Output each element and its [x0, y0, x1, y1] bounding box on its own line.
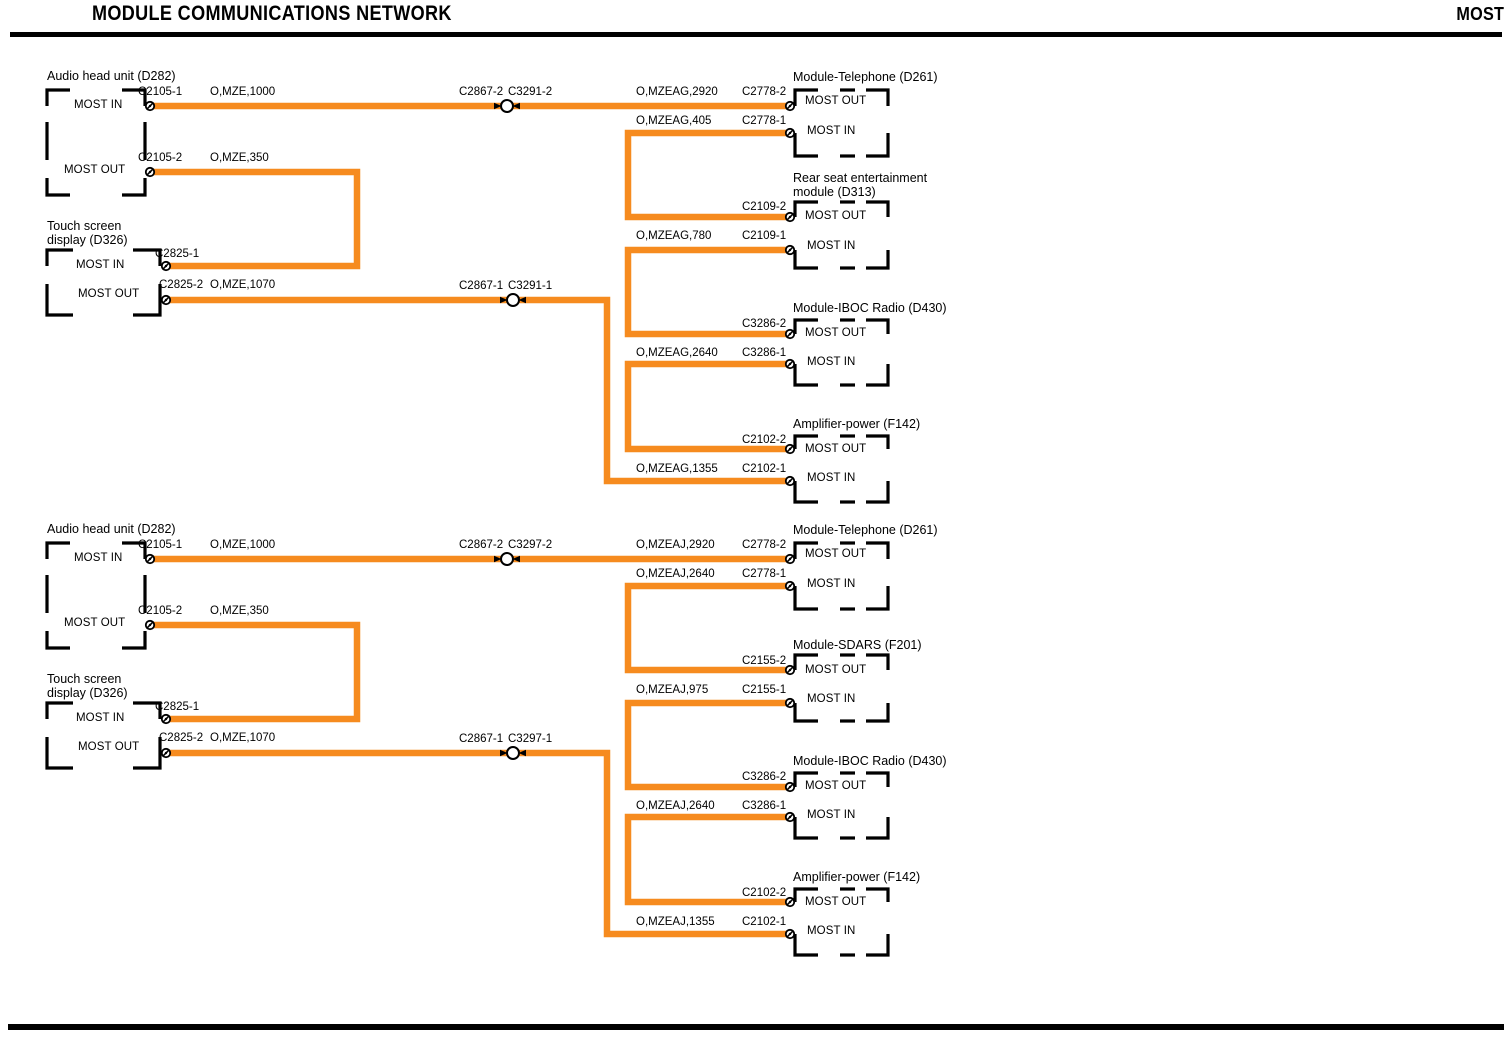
pin-label-most-out: MOST OUT: [805, 664, 867, 676]
wire-spec-bottom-1: O,MZE,1000: [210, 539, 276, 551]
pin-label-most-out: MOST OUT: [805, 95, 867, 107]
wire-spec-bottom-2: O,MZE,350: [210, 605, 269, 617]
wire-spec-top-2: O,MZE,350: [210, 152, 269, 164]
connector-id-c2825-2-top: C2825-2: [159, 279, 204, 291]
connector-id-c2825-1-bottom: C2825-1: [155, 701, 200, 713]
connector-id-c2778-2-bottom: C2778-2: [742, 539, 787, 551]
connector-id-c3286-2-top: C3286-2: [742, 318, 787, 330]
pin-label-most-in: MOST IN: [74, 99, 123, 111]
inline-connector-label-left-top-1: C2867-2: [459, 86, 504, 98]
network-bottom-module-outlines: [45, 541, 890, 957]
pin-label-most-in: MOST IN: [74, 552, 123, 564]
pin-label-most-in: MOST IN: [807, 356, 856, 368]
network-bottom-inline-connectors[interactable]: [493, 552, 527, 760]
inline-connector-label-right-top-1: C3291-2: [508, 86, 553, 98]
wire-spec-bottom-3: O,MZE,1070: [210, 732, 276, 744]
connector-id-c3286-1-bottom: C3286-1: [742, 800, 787, 812]
inline-connector-label-right-bottom-1: C3297-2: [508, 539, 553, 551]
pin-label-most-in: MOST IN: [807, 125, 856, 137]
module-title-amplifier-power-top: Amplifier-power (F142): [793, 417, 921, 431]
connector-id-c2102-1-top: C2102-1: [742, 463, 787, 475]
module-title-amplifier-power-bottom: Amplifier-power (F142): [793, 870, 921, 884]
pin-label-most-in: MOST IN: [76, 259, 125, 271]
wire-spec-top-7: O,MZEAG,2640: [636, 347, 718, 359]
connector-id-c2105-2-top: C2105-2: [138, 152, 183, 164]
wire-spec-top-8: O,MZEAG,1355: [636, 463, 718, 475]
pin-label-most-out: MOST OUT: [805, 210, 867, 222]
wire-spec-top-1: O,MZE,1000: [210, 86, 276, 98]
network-top-wires: [150, 102, 790, 485]
module-title-sdars-bottom: Module-SDARS (F201): [793, 638, 922, 652]
pin-label-most-in: MOST IN: [807, 809, 856, 821]
inline-connector-label-left-top-2: C2867-1: [459, 280, 504, 292]
connector-id-c2105-1-bottom: C2105-1: [138, 539, 183, 551]
connector-id-c2109-1-top: C2109-1: [742, 230, 787, 242]
module-title-iboc-radio-top: Module-IBOC Radio (D430): [793, 301, 947, 315]
connector-id-c2102-2-top: C2102-2: [742, 434, 787, 446]
wire-spec-bottom-8: O,MZEAJ,1355: [636, 916, 715, 928]
network-top-module-outlines: [45, 88, 890, 504]
module-title-telephone-bottom: Module-Telephone (D261): [793, 523, 938, 537]
connector-id-c3286-2-bottom: C3286-2: [742, 771, 787, 783]
pin-label-most-out: MOST OUT: [78, 741, 140, 753]
pin-label-most-out: MOST OUT: [805, 548, 867, 560]
network-top-inline-connectors[interactable]: [493, 99, 527, 307]
pin-label-most-out: MOST OUT: [805, 327, 867, 339]
inline-connector-label-left-bottom-1: C2867-2: [459, 539, 504, 551]
inline-connector-label-right-top-2: C3291-1: [508, 280, 553, 292]
page-title: MODULE COMMUNICATIONS NETWORK: [92, 2, 452, 25]
network-bottom-wires: [150, 555, 790, 938]
wire-spec-top-6: O,MZEAG,780: [636, 230, 712, 242]
footer-divider: [8, 1024, 1504, 1030]
wire-spec-bottom-7: O,MZEAJ,2640: [636, 800, 715, 812]
module-title-touch-screen-bottom: Touch screen display (D326): [47, 672, 128, 700]
wire-spec-top-3: O,MZE,1070: [210, 279, 276, 291]
module-title-audio-head-unit-top: Audio head unit (D282): [47, 69, 176, 83]
connector-id-c2778-1-top: C2778-1: [742, 115, 787, 127]
connector-id-c2778-2-top: C2778-2: [742, 86, 787, 98]
module-title-rear-seat-entertainment-top: Rear seat entertainment module (D313): [793, 171, 928, 199]
pin-label-most-out: MOST OUT: [78, 288, 140, 300]
connector-id-c2778-1-bottom: C2778-1: [742, 568, 787, 580]
module-title-telephone-top: Module-Telephone (D261): [793, 70, 938, 84]
connector-id-c3286-1-top: C3286-1: [742, 347, 787, 359]
pin-label-most-out: MOST OUT: [805, 896, 867, 908]
connector-id-c2105-2-bottom: C2105-2: [138, 605, 183, 617]
inline-connector-label-right-bottom-2: C3297-1: [508, 733, 553, 745]
module-title-audio-head-unit-bottom: Audio head unit (D282): [47, 522, 176, 536]
connector-id-c2102-1-bottom: C2102-1: [742, 916, 787, 928]
connector-id-c2825-1-top: C2825-1: [155, 248, 200, 260]
pin-label-most-out: MOST OUT: [64, 617, 126, 629]
header-divider: [10, 32, 1502, 37]
pin-label-most-out: MOST OUT: [805, 780, 867, 792]
module-title-touch-screen-top: Touch screen display (D326): [47, 219, 128, 247]
pin-label-most-in: MOST IN: [76, 712, 125, 724]
pin-label-most-in: MOST IN: [807, 925, 856, 937]
wire-spec-bottom-6: O,MZEAJ,975: [636, 684, 709, 696]
module-title-iboc-radio-bottom: Module-IBOC Radio (D430): [793, 754, 947, 768]
connector-id-c2155-2-bottom: C2155-2: [742, 655, 787, 667]
connector-id-c2102-2-bottom: C2102-2: [742, 887, 787, 899]
system-name-label: MOST: [1456, 4, 1504, 24]
pin-label-most-in: MOST IN: [807, 472, 856, 484]
connector-id-c2109-2-top: C2109-2: [742, 201, 787, 213]
wire-spec-bottom-5: O,MZEAJ,2640: [636, 568, 715, 580]
connector-id-c2825-2-bottom: C2825-2: [159, 732, 204, 744]
wire-spec-bottom-4: O,MZEAJ,2920: [636, 539, 715, 551]
pin-label-most-out: MOST OUT: [805, 443, 867, 455]
connector-id-c2105-1-top: C2105-1: [138, 86, 183, 98]
connector-id-c2155-1-bottom: C2155-1: [742, 684, 787, 696]
wire-spec-top-5: O,MZEAG,405: [636, 115, 712, 127]
pin-label-most-out: MOST OUT: [64, 164, 126, 176]
inline-connector-label-left-bottom-2: C2867-1: [459, 733, 504, 745]
pin-label-most-in: MOST IN: [807, 240, 856, 252]
pin-label-most-in: MOST IN: [807, 693, 856, 705]
pin-label-most-in: MOST IN: [807, 578, 856, 590]
wire-spec-top-4: O,MZEAG,2920: [636, 86, 718, 98]
